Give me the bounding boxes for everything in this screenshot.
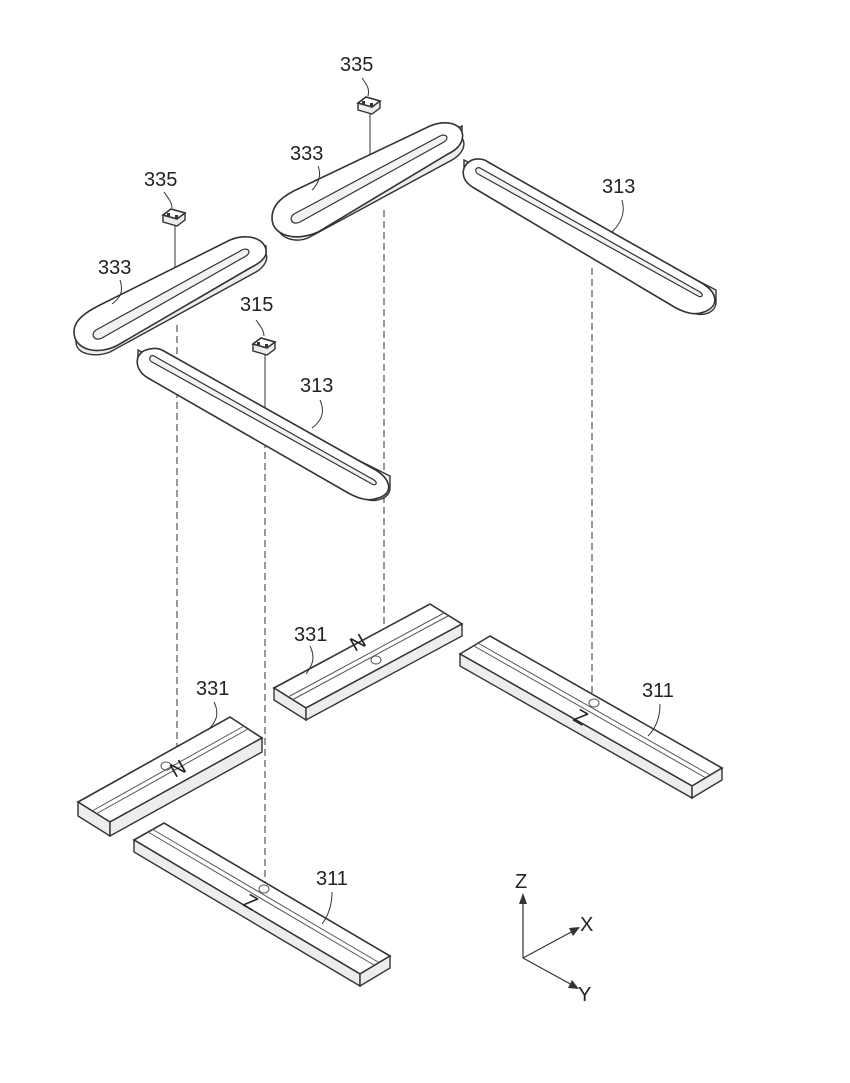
label-coil-333-left: 333	[98, 257, 131, 279]
alignment-lines	[176, 210, 593, 885]
label-coil-313-front: 313	[300, 375, 333, 397]
axis-label-x: X	[580, 914, 593, 936]
base-331-center: N	[272, 603, 464, 722]
label-base-331-center: 331	[294, 624, 327, 646]
coil-333-left	[73, 236, 268, 356]
magnet-315	[251, 337, 277, 356]
label-bar-311-front: 311	[316, 868, 348, 890]
label-magnet-315: 315	[240, 294, 273, 316]
label-magnet-335-left: 335	[144, 169, 177, 191]
coil-333-center	[271, 122, 465, 241]
reference-labels: 335 335 315 333 333 313 313 331 331 311 …	[98, 54, 674, 890]
y-axis-arrow-icon	[568, 980, 579, 989]
label-magnet-335-top: 335	[340, 54, 373, 76]
bar-311-front: Z	[132, 822, 392, 988]
axis-label-z: Z	[515, 871, 527, 893]
y-axis-line	[522, 957, 575, 987]
z-axis-arrow-icon	[519, 893, 527, 904]
coordinate-axes: Z X Y	[515, 871, 593, 1006]
label-coil-333-center: 333	[290, 143, 323, 165]
magnet-335-top	[356, 96, 382, 115]
magnet-335-left	[161, 208, 187, 227]
label-bar-311-right: 311	[642, 680, 674, 702]
x-axis-arrow-icon	[569, 927, 580, 936]
label-base-331-left: 331	[196, 678, 229, 700]
leader-lines	[111, 77, 661, 925]
coil-313-right	[462, 158, 717, 316]
x-axis-line	[522, 929, 576, 959]
bar-311-right: Z	[458, 635, 724, 800]
base-331-left: N	[76, 716, 264, 838]
axis-label-y: Y	[578, 984, 591, 1006]
label-coil-313-right: 313	[602, 176, 635, 198]
coil-313-front	[136, 347, 391, 502]
